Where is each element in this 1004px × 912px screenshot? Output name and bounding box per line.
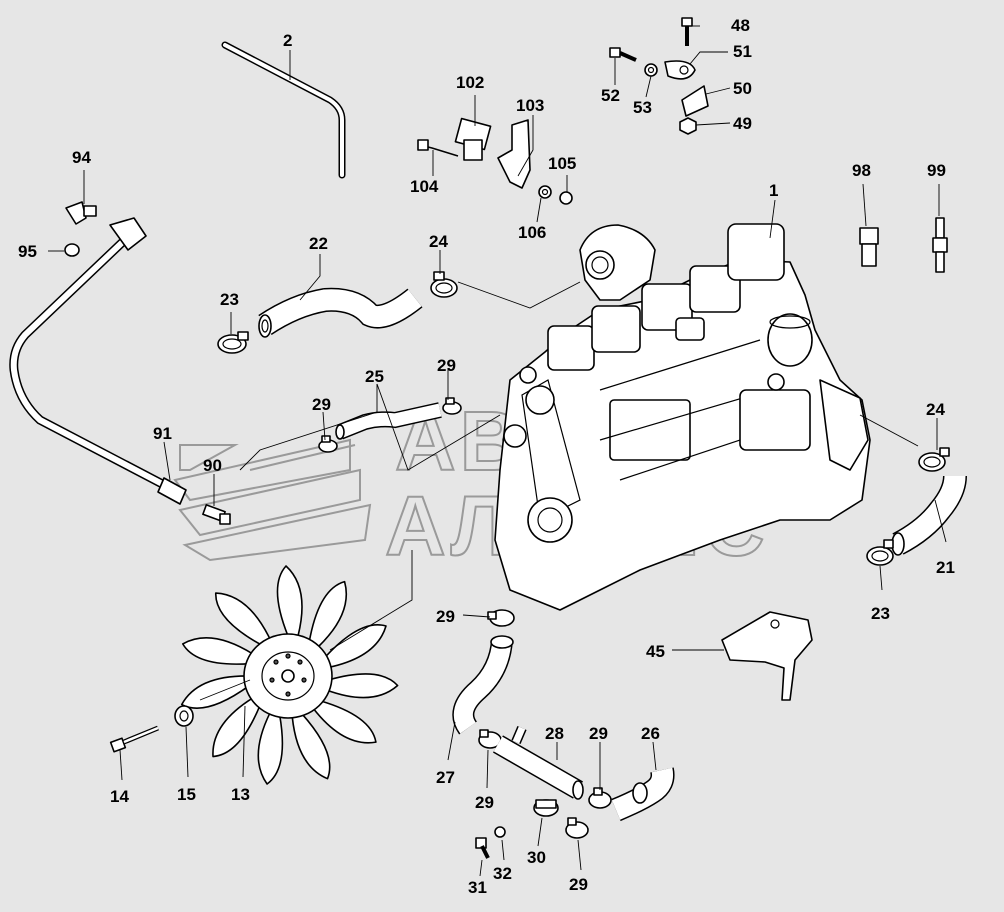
callout-51: 51 — [733, 42, 752, 61]
callouts: 2 48 51 52 53 50 49 102 103 104 105 106 … — [18, 16, 955, 897]
part-29-clamp-a — [318, 435, 338, 453]
callout-15: 15 — [177, 785, 196, 804]
part-49-nut — [679, 117, 697, 135]
callout-52: 52 — [601, 86, 620, 105]
part-25-hose — [335, 402, 442, 440]
part-95-cap — [64, 243, 80, 257]
part-13-fan — [180, 565, 399, 785]
callout-27: 27 — [436, 768, 455, 787]
callout-29-lower-right: 29 — [589, 724, 608, 743]
callout-102: 102 — [456, 73, 484, 92]
part-29-clamp-f — [565, 817, 589, 839]
callout-29-upper-right: 29 — [437, 356, 456, 375]
part-51-clamp — [664, 60, 696, 80]
callout-45: 45 — [646, 642, 665, 661]
part-50-bracket — [681, 85, 709, 117]
callout-14: 14 — [110, 787, 129, 806]
callout-95: 95 — [18, 242, 37, 261]
part-45-bracket — [721, 611, 813, 701]
callout-105: 105 — [548, 154, 576, 173]
callout-104: 104 — [410, 177, 439, 196]
callout-31: 31 — [468, 878, 487, 897]
callout-103: 103 — [516, 96, 544, 115]
callout-53: 53 — [633, 98, 652, 117]
part-90-fitting — [202, 504, 231, 525]
callout-49: 49 — [733, 114, 752, 133]
part-24-clamp-b — [918, 447, 950, 472]
callout-23-left: 23 — [220, 290, 239, 309]
part-1-engine — [494, 223, 871, 611]
callout-21: 21 — [936, 558, 955, 577]
part-102-relay — [454, 117, 492, 161]
callout-26: 26 — [641, 724, 660, 743]
part-103-bracket — [497, 119, 531, 189]
callout-106: 106 — [518, 223, 546, 242]
callout-2: 2 — [283, 31, 292, 50]
part-106-washer — [538, 185, 552, 199]
callout-25: 25 — [365, 367, 384, 386]
part-29-clamp-b — [442, 397, 462, 415]
part-21-hose — [891, 475, 967, 556]
callout-91: 91 — [153, 424, 172, 443]
part-52-bolt — [609, 47, 637, 62]
part-48-bolt — [681, 17, 693, 46]
callout-90: 90 — [203, 456, 222, 475]
callout-28: 28 — [545, 724, 564, 743]
part-15-washer — [174, 705, 194, 727]
part-29-clamp-d — [478, 729, 502, 749]
part-23-clamp-a — [217, 331, 249, 354]
part-22-hose — [258, 287, 423, 338]
callout-24-right: 24 — [926, 400, 945, 419]
part-24-clamp-a — [430, 271, 458, 298]
callout-50: 50 — [733, 79, 752, 98]
callout-29-middle: 29 — [436, 607, 455, 626]
part-105-nut — [559, 191, 573, 205]
part-28-tube — [493, 726, 584, 800]
part-27-hose — [452, 635, 514, 735]
callout-48: 48 — [731, 16, 750, 35]
part-32-washer — [494, 826, 506, 838]
part-14-bolt — [109, 725, 159, 753]
callout-24-top: 24 — [429, 232, 448, 251]
callout-32: 32 — [493, 864, 512, 883]
callout-30: 30 — [527, 848, 546, 867]
callout-29-lower-left: 29 — [475, 793, 494, 812]
part-53-washer — [644, 63, 658, 77]
part-91-pipe — [9, 217, 187, 505]
part-31-bolt — [475, 837, 490, 859]
part-94-elbow-fitting — [65, 201, 97, 225]
callout-98: 98 — [852, 161, 871, 180]
callout-29-upper-left: 29 — [312, 395, 331, 414]
part-26-hose — [611, 767, 675, 822]
part-29-clamp-c — [487, 609, 515, 627]
callout-1: 1 — [769, 181, 778, 200]
part-29-clamp-e — [588, 787, 612, 809]
callout-29-bottom: 29 — [569, 875, 588, 894]
part-2-tube — [221, 41, 346, 179]
part-30-clamp — [533, 799, 559, 817]
part-98-sensor — [859, 227, 879, 267]
leader-lines — [48, 25, 947, 877]
part-99-glow-plug — [932, 217, 948, 273]
callout-99: 99 — [927, 161, 946, 180]
part-23-clamp-b — [866, 539, 894, 566]
callout-22: 22 — [309, 234, 328, 253]
callout-94: 94 — [72, 148, 91, 167]
part-104-bolt — [417, 139, 459, 157]
callout-13: 13 — [231, 785, 250, 804]
callout-23-right: 23 — [871, 604, 890, 623]
